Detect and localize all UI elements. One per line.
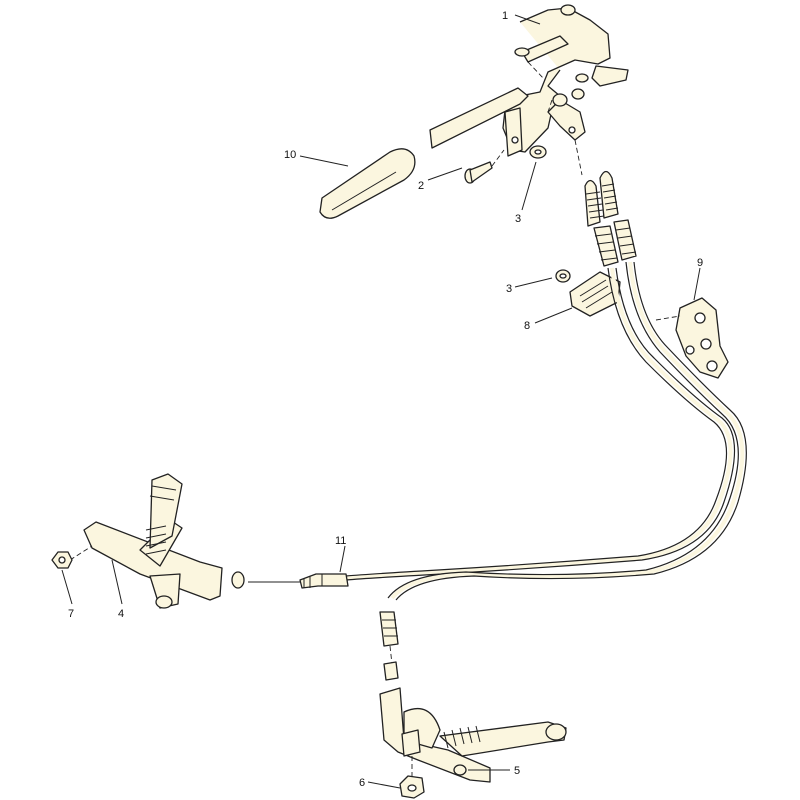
- leader-lines: [61, 14, 701, 789]
- part-6-flange-nut: [399, 775, 425, 799]
- part-7-flange-nut: [51, 551, 73, 569]
- callout-11: 11: [335, 535, 346, 547]
- part-8-cable-bracket: [569, 271, 621, 317]
- callout-7: 7: [68, 608, 74, 620]
- callout-2: 2: [418, 180, 424, 192]
- callout-9: 9: [697, 257, 703, 269]
- part-10-grip: [319, 148, 416, 219]
- part-2-bolt: [464, 149, 505, 184]
- part-3-nut-lower: [555, 269, 571, 283]
- callout-1: 1: [502, 10, 508, 22]
- callout-6: 6: [359, 777, 365, 789]
- callout-3-upper: 3: [515, 213, 521, 225]
- callout-8: 8: [524, 320, 530, 332]
- part-5-control-arm-right: [379, 687, 567, 783]
- callout-5: 5: [514, 765, 520, 777]
- part-11-control-cables: [248, 261, 747, 681]
- callout-4: 4: [118, 608, 124, 620]
- part-3-nut-upper: [529, 145, 547, 159]
- part-1-control-lever-bracket: [429, 4, 629, 176]
- callout-10: 10: [284, 149, 296, 161]
- callout-labels: 1 10 2 3 3 8 9 11 7 4 5 6: [68, 10, 703, 789]
- callout-3-lower: 3: [506, 283, 512, 295]
- part-4-control-arm-left: [69, 473, 245, 609]
- part-9-pivot-plate: [655, 297, 729, 379]
- return-springs: [584, 170, 637, 267]
